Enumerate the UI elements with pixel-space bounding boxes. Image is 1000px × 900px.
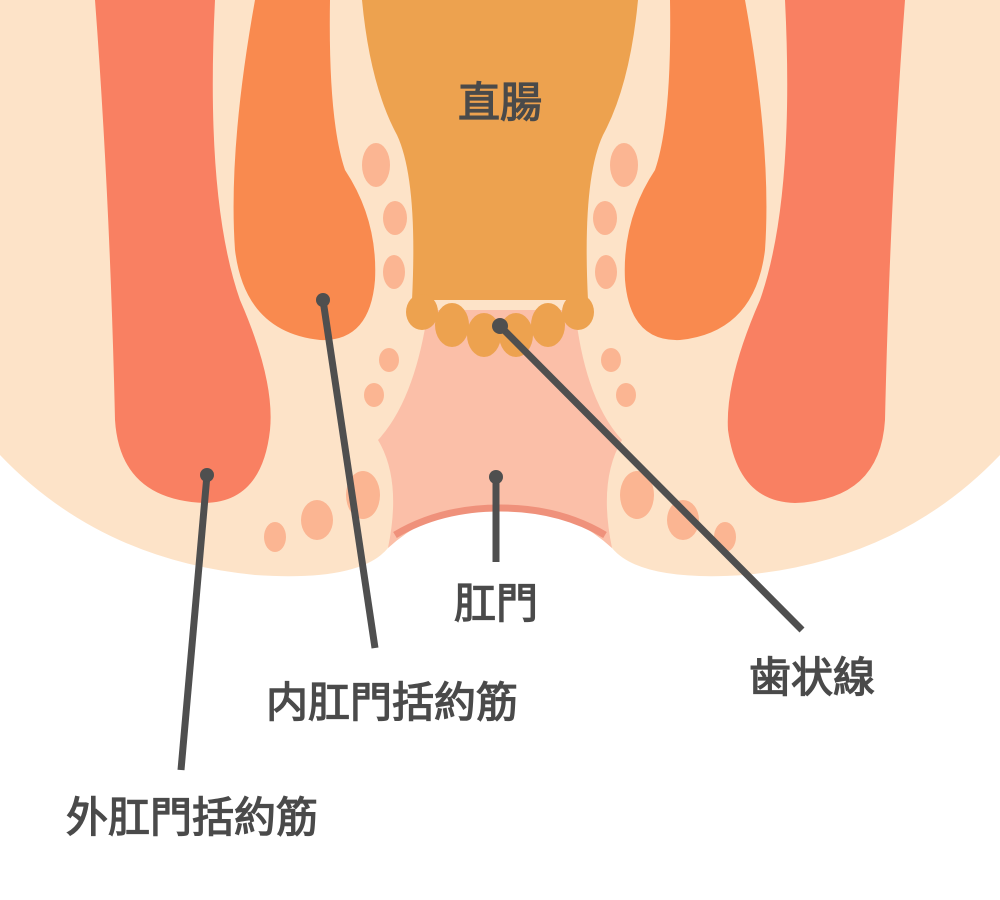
label-external-sphincter: 外肛門括約筋: [66, 793, 318, 842]
marker-external-sphincter: [200, 468, 214, 482]
rectum: [362, 0, 638, 357]
marker-dentate-line: [492, 318, 508, 334]
anal-canal: [378, 310, 622, 548]
leader-dentate-line: [497, 323, 805, 633]
leader-lines: [177, 293, 805, 771]
blood-vessels: [264, 143, 736, 552]
marker-internal-sphincter: [316, 293, 330, 307]
internal-sphincter-right: [624, 0, 767, 341]
marker-anus: [489, 470, 503, 484]
leader-internal-sphincter: [319, 299, 379, 649]
internal-sphincter-left: [233, 0, 376, 341]
label-anus: 肛門: [453, 579, 538, 628]
leader-external-sphincter: [177, 474, 211, 771]
anal-rim: [393, 504, 607, 539]
external-sphincter-right: [727, 0, 905, 503]
label-dentate-line: 歯状線: [749, 653, 875, 702]
external-sphincter-left: [95, 0, 271, 503]
label-internal-sphincter: 内肛門括約筋: [266, 678, 518, 727]
label-rectum: 直腸: [458, 78, 542, 127]
